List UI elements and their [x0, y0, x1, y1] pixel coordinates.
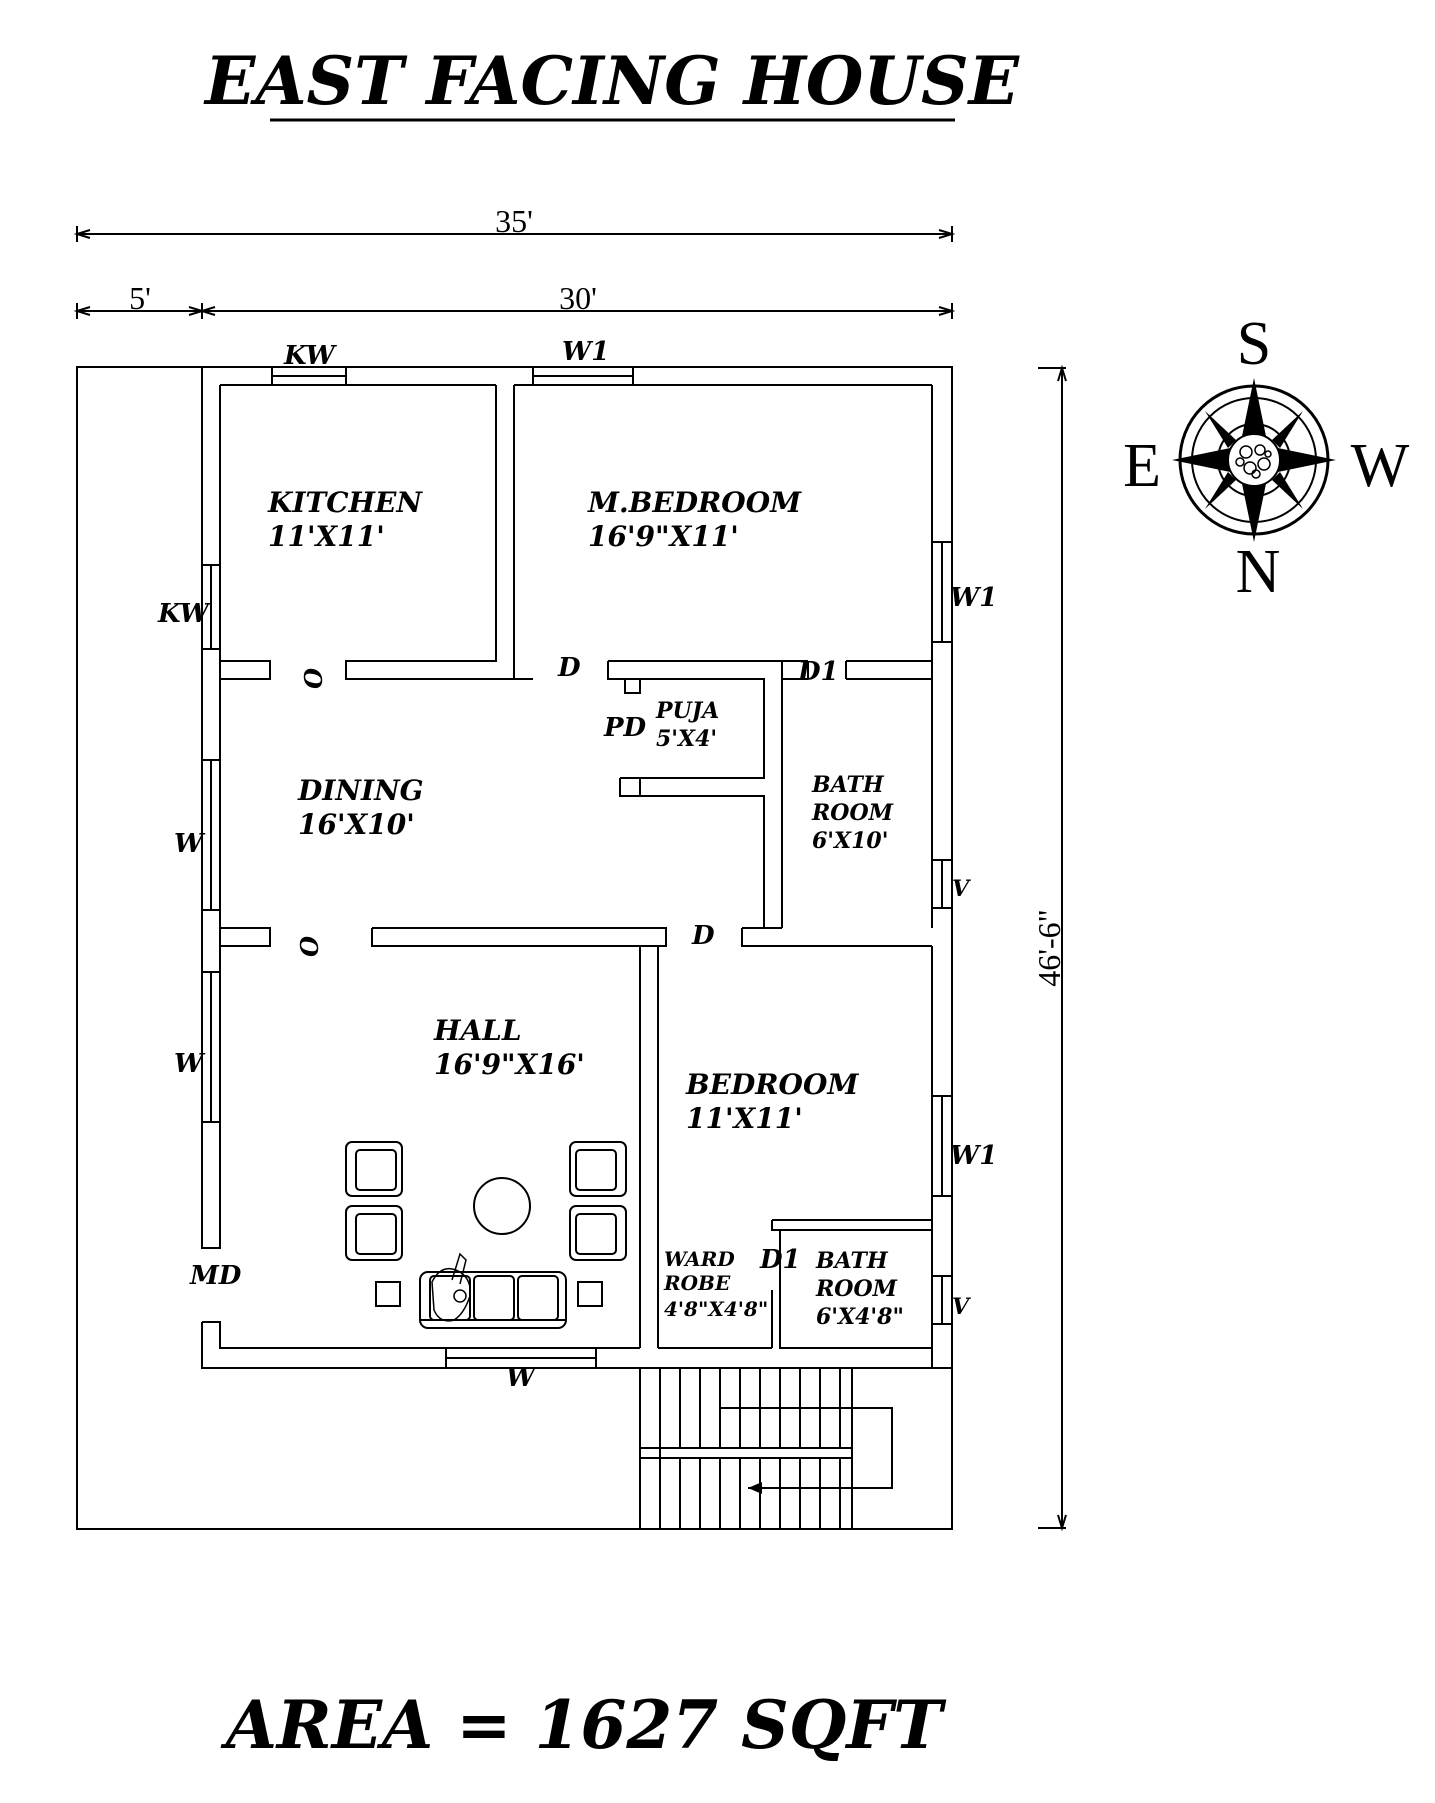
armchair-icon: [345, 1141, 403, 1197]
room-name-wardrobe-line2: ROBE: [663, 1271, 731, 1295]
dimension-depth: [1038, 364, 1067, 1532]
dim-label-setback: 5': [129, 280, 151, 316]
room-name-bath1-line2: ROOM: [811, 800, 894, 826]
label-kw-left: KW: [157, 599, 212, 629]
coffee-table-icon: [473, 1177, 531, 1235]
label-v-bath1: V: [952, 876, 971, 902]
room-size-kitchen: 11'X11': [268, 520, 385, 553]
room-name-dining: DINING: [297, 774, 424, 807]
windows: [201, 366, 953, 1369]
side-table-icon: [577, 1281, 603, 1307]
label-v-bath2: V: [952, 1294, 971, 1320]
label-d-bedroom: D: [691, 921, 715, 951]
room-size-bath2: 6'X4'8": [816, 1304, 904, 1330]
compass-label-n: N: [1236, 538, 1281, 606]
label-w1-mbedroom: W1: [950, 583, 997, 613]
hall-furniture: [345, 1141, 627, 1329]
compass-label-w: W: [1351, 432, 1410, 500]
room-name-puja: PUJA: [655, 698, 719, 724]
label-w-hall: W: [174, 1049, 206, 1079]
compass-label-s: S: [1237, 310, 1271, 378]
compass-label-e: E: [1123, 432, 1161, 500]
person-figure-icon: [431, 1252, 472, 1322]
room-size-bedroom: 11'X11': [686, 1102, 803, 1135]
room-name-master-bedroom: M.BEDROOM: [587, 486, 802, 519]
room-size-dining: 16'X10': [298, 808, 415, 841]
room-name-kitchen: KITCHEN: [267, 486, 423, 519]
label-o-kitchen: O: [298, 668, 327, 689]
dimension-building-width: [198, 303, 956, 319]
room-name-hall: HALL: [433, 1014, 522, 1047]
label-md: MD: [189, 1261, 242, 1291]
room-name-bath2-line1: BATH: [815, 1248, 889, 1274]
dim-label-total-width: 35': [495, 203, 533, 239]
label-w-bottom: W: [506, 1363, 538, 1393]
room-name-bath2-line2: ROOM: [815, 1276, 898, 1302]
label-w-dining: W: [174, 829, 206, 859]
armchair-icon: [569, 1141, 627, 1197]
label-w1-top: W1: [562, 337, 609, 367]
label-d-mbedroom: D: [557, 653, 581, 683]
compass-rose-icon: [1172, 378, 1336, 542]
label-o-hall: O: [294, 936, 323, 957]
compass-labels: S E W N: [1123, 310, 1410, 606]
room-labels: KITCHEN 11'X11' M.BEDROOM 16'9"X11' DINI…: [267, 486, 859, 1135]
dim-label-depth: 46'-6": [1031, 909, 1067, 986]
armchair-icon: [569, 1205, 627, 1261]
dim-label-building-width: 30': [559, 280, 597, 316]
small-room-labels: PUJA 5'X4' BATH ROOM 6'X10' WARD ROBE 4'…: [655, 698, 904, 1330]
label-d1-bath1: D1: [797, 657, 839, 687]
room-size-master-bedroom: 16'9"X11': [588, 520, 739, 553]
area-label: AREA = 1627 SQFT: [220, 1686, 948, 1764]
staircase: [639, 1368, 893, 1528]
room-size-bath1: 6'X10': [812, 828, 888, 854]
dimension-total-width: [73, 226, 956, 242]
room-name-wardrobe-line1: WARD: [664, 1247, 735, 1271]
label-w1-bedroom: W1: [950, 1141, 997, 1171]
room-name-bedroom: BEDROOM: [685, 1068, 859, 1101]
label-kw-top: KW: [283, 341, 338, 371]
label-pd: PD: [603, 713, 647, 743]
plan-title: EAST FACING HOUSE: [203, 42, 1021, 120]
side-table-icon: [375, 1281, 401, 1307]
label-d1-bath2: D1: [759, 1245, 801, 1275]
room-size-hall: 16'9"X16': [434, 1048, 585, 1081]
room-name-bath1-line1: BATH: [811, 772, 885, 798]
stair-arrow-icon: [748, 1482, 762, 1494]
armchair-icon: [345, 1205, 403, 1261]
room-size-wardrobe: 4'8"X4'8": [664, 1297, 768, 1321]
room-size-puja: 5'X4': [656, 726, 717, 752]
opening-labels: KW W1 KW W1 O D D1 PD W V O D W W1 MD D1…: [157, 337, 997, 1393]
